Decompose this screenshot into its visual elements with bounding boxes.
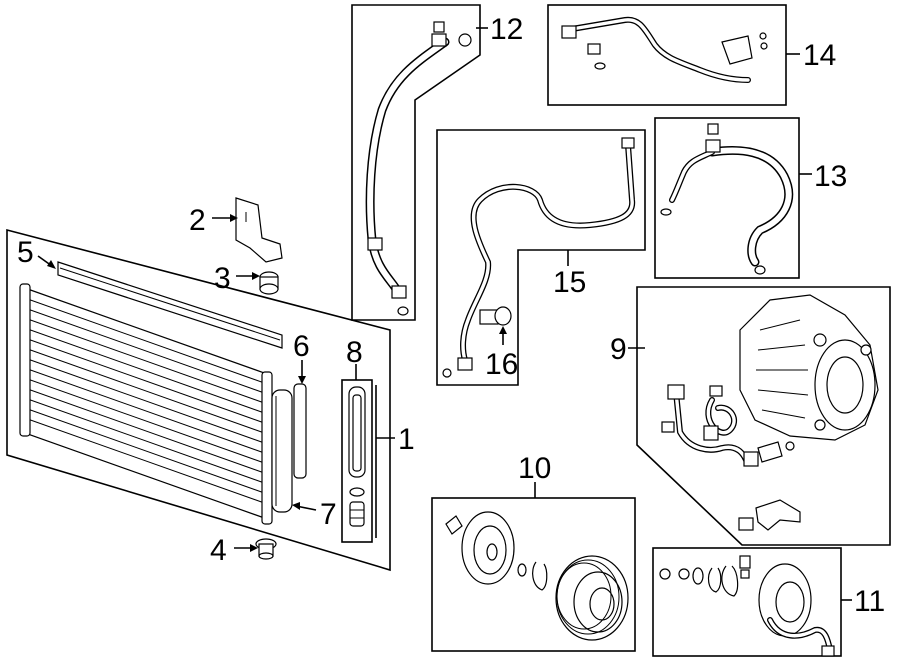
callout-labels: 1 2 3 4 5 6 7 8 9 10 11 12 13 14 15 16 bbox=[17, 13, 885, 618]
callout-8: 8 bbox=[346, 336, 363, 369]
callout-3: 3 bbox=[214, 262, 231, 295]
callout-9: 9 bbox=[610, 333, 627, 366]
callout-15: 15 bbox=[553, 266, 586, 299]
callout-13: 13 bbox=[814, 160, 847, 193]
callout-12: 12 bbox=[490, 13, 523, 46]
callout-5: 5 bbox=[17, 236, 34, 269]
field-coil-box bbox=[652, 547, 842, 657]
liquid-line-box bbox=[436, 129, 646, 386]
condenser-panel bbox=[6, 197, 391, 572]
callout-11: 11 bbox=[854, 585, 885, 618]
suction-pipe-box bbox=[547, 4, 787, 106]
callout-6: 6 bbox=[293, 330, 310, 363]
leader-lines bbox=[37, 27, 852, 601]
callout-16: 16 bbox=[485, 348, 518, 381]
clutch-box bbox=[431, 497, 636, 652]
callout-4: 4 bbox=[210, 534, 227, 567]
compressor-box bbox=[636, 286, 891, 546]
callout-7: 7 bbox=[320, 498, 337, 531]
suction-hose-box bbox=[654, 117, 800, 279]
callout-2: 2 bbox=[189, 204, 206, 237]
callout-14: 14 bbox=[803, 39, 836, 72]
callout-10: 10 bbox=[518, 452, 551, 485]
callout-1: 1 bbox=[398, 423, 415, 456]
discharge-hose-box bbox=[351, 4, 481, 321]
